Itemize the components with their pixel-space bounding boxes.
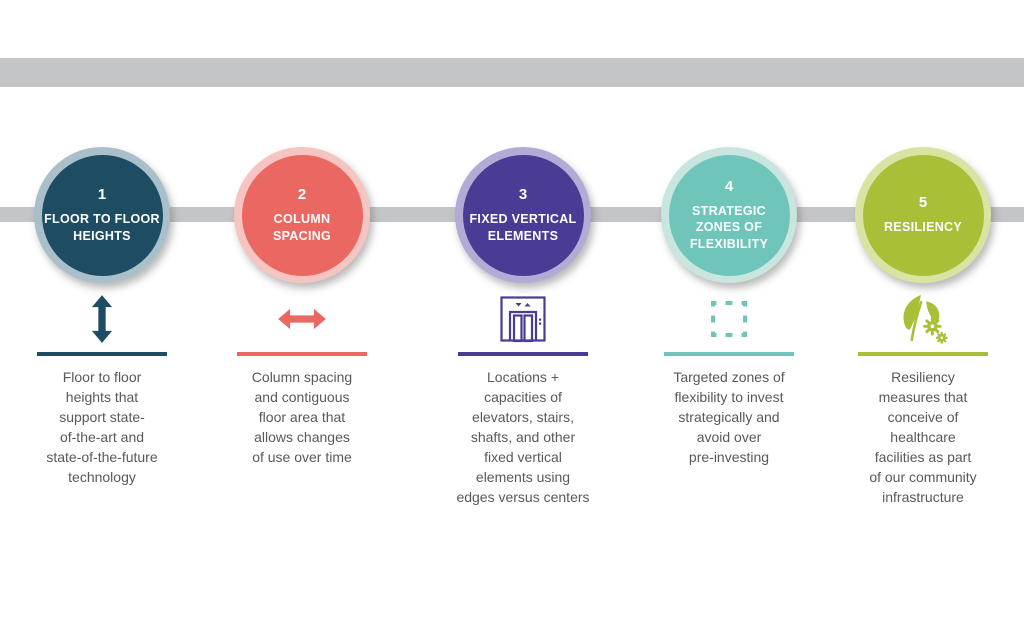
step-3-title: FIXED VERTICAL ELEMENTS xyxy=(469,212,577,243)
step-5-description: Resiliency measures that conceive of hea… xyxy=(869,369,977,505)
step-2-column: 2 COLUMN SPACING Column spacing and cont… xyxy=(212,147,392,467)
step-5-circle: 5 RESILIENCY xyxy=(855,147,991,283)
leaves-and-gears-icon xyxy=(903,295,948,344)
vertical-double-arrow-icon xyxy=(91,295,113,343)
step-3-column: 3 FIXED VERTICAL ELEMENTS xyxy=(433,147,613,507)
step-5-column: 5 RESILIENCY xyxy=(833,147,1013,507)
step-1-description: Floor to floor heights that support stat… xyxy=(46,369,158,485)
step-4-circle: 4 STRATEGIC ZONES OF FLEXIBILITY xyxy=(661,147,797,283)
step-3-circle: 3 FIXED VERTICAL ELEMENTS xyxy=(455,147,591,283)
step-4-column: 4 STRATEGIC ZONES OF FLEXIBILITY Targete… xyxy=(639,147,819,467)
step-2-title: COLUMN SPACING xyxy=(272,212,332,243)
step-3-description: Locations + capacities of elevators, sta… xyxy=(456,369,590,505)
top-divider-band xyxy=(0,58,1024,87)
step-3-underline xyxy=(458,352,588,356)
step-1-column: 1 FLOOR TO FLOOR HEIGHTS Floor to floor … xyxy=(12,147,192,487)
step-1-number: 1 xyxy=(97,186,107,203)
step-5-title: RESILIENCY xyxy=(883,220,962,235)
dashed-square-icon xyxy=(711,301,747,337)
step-2-description: Column spacing and contiguous floor area… xyxy=(251,369,353,465)
step-3-number: 3 xyxy=(518,186,528,203)
step-5-number: 5 xyxy=(918,194,928,212)
horizontal-double-arrow-icon xyxy=(278,308,326,330)
step-4-circle-inner: 4 STRATEGIC ZONES OF FLEXIBILITY xyxy=(668,154,790,276)
step-4-title: STRATEGIC ZONES OF FLEXIBILITY xyxy=(689,203,769,251)
step-2-circle: 2 COLUMN SPACING xyxy=(234,147,370,283)
step-3-circle-inner: 3 FIXED VERTICAL ELEMENTS xyxy=(462,154,584,276)
step-5-underline xyxy=(858,352,988,356)
step-2-number: 2 xyxy=(297,186,307,203)
step-5-circle-inner: 5 RESILIENCY xyxy=(862,154,984,276)
elevator-icon xyxy=(500,296,546,343)
step-1-underline xyxy=(37,352,167,356)
step-2-underline xyxy=(237,352,367,356)
step-4-underline xyxy=(664,352,794,356)
step-4-description: Targeted zones of flexibility to invest … xyxy=(673,369,785,465)
step-1-title: FLOOR TO FLOOR HEIGHTS xyxy=(44,212,160,243)
step-1-circle-inner: 1 FLOOR TO FLOOR HEIGHTS xyxy=(41,154,163,276)
step-4-number: 4 xyxy=(724,177,734,195)
step-2-circle-inner: 2 COLUMN SPACING xyxy=(241,154,363,276)
step-1-circle: 1 FLOOR TO FLOOR HEIGHTS xyxy=(34,147,170,283)
